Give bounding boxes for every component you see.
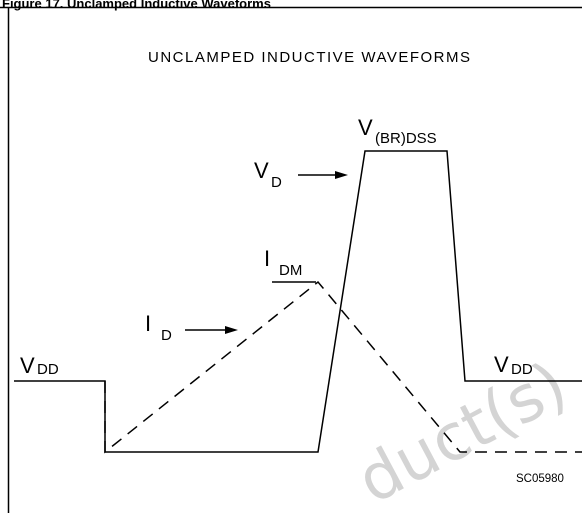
idm-label: I DM [264, 246, 302, 279]
svg-text:I: I [264, 246, 270, 271]
vd-arrowhead [335, 171, 348, 179]
vdd-right-label: V DD [494, 352, 533, 378]
diagram-title: UNCLAMPED INDUCTIVE WAVEFORMS [148, 49, 472, 66]
svg-text:(BR)DSS: (BR)DSS [375, 130, 437, 147]
id-label: I D [145, 311, 172, 344]
figure-code: SC05980 [516, 473, 564, 485]
id-waveform [104, 280, 582, 454]
svg-text:D: D [161, 327, 172, 344]
vbr-label: V (BR)DSS [358, 115, 437, 147]
svg-text:D: D [271, 174, 282, 191]
vd-label: V D [254, 158, 282, 191]
svg-text:I: I [145, 311, 151, 336]
svg-text:V: V [494, 352, 509, 377]
svg-text:V: V [20, 353, 35, 378]
svg-text:DM: DM [279, 262, 302, 279]
figure-caption: Figure 17. Unclamped Inductive Waveforms [2, 0, 271, 11]
vdd-left-label: V DD [20, 353, 59, 378]
svg-text:V: V [254, 158, 269, 183]
svg-text:V: V [358, 115, 373, 140]
watermark-text: duct(s) [346, 348, 579, 513]
id-arrowhead [225, 326, 238, 334]
svg-text:DD: DD [511, 361, 533, 378]
svg-text:DD: DD [37, 361, 59, 378]
